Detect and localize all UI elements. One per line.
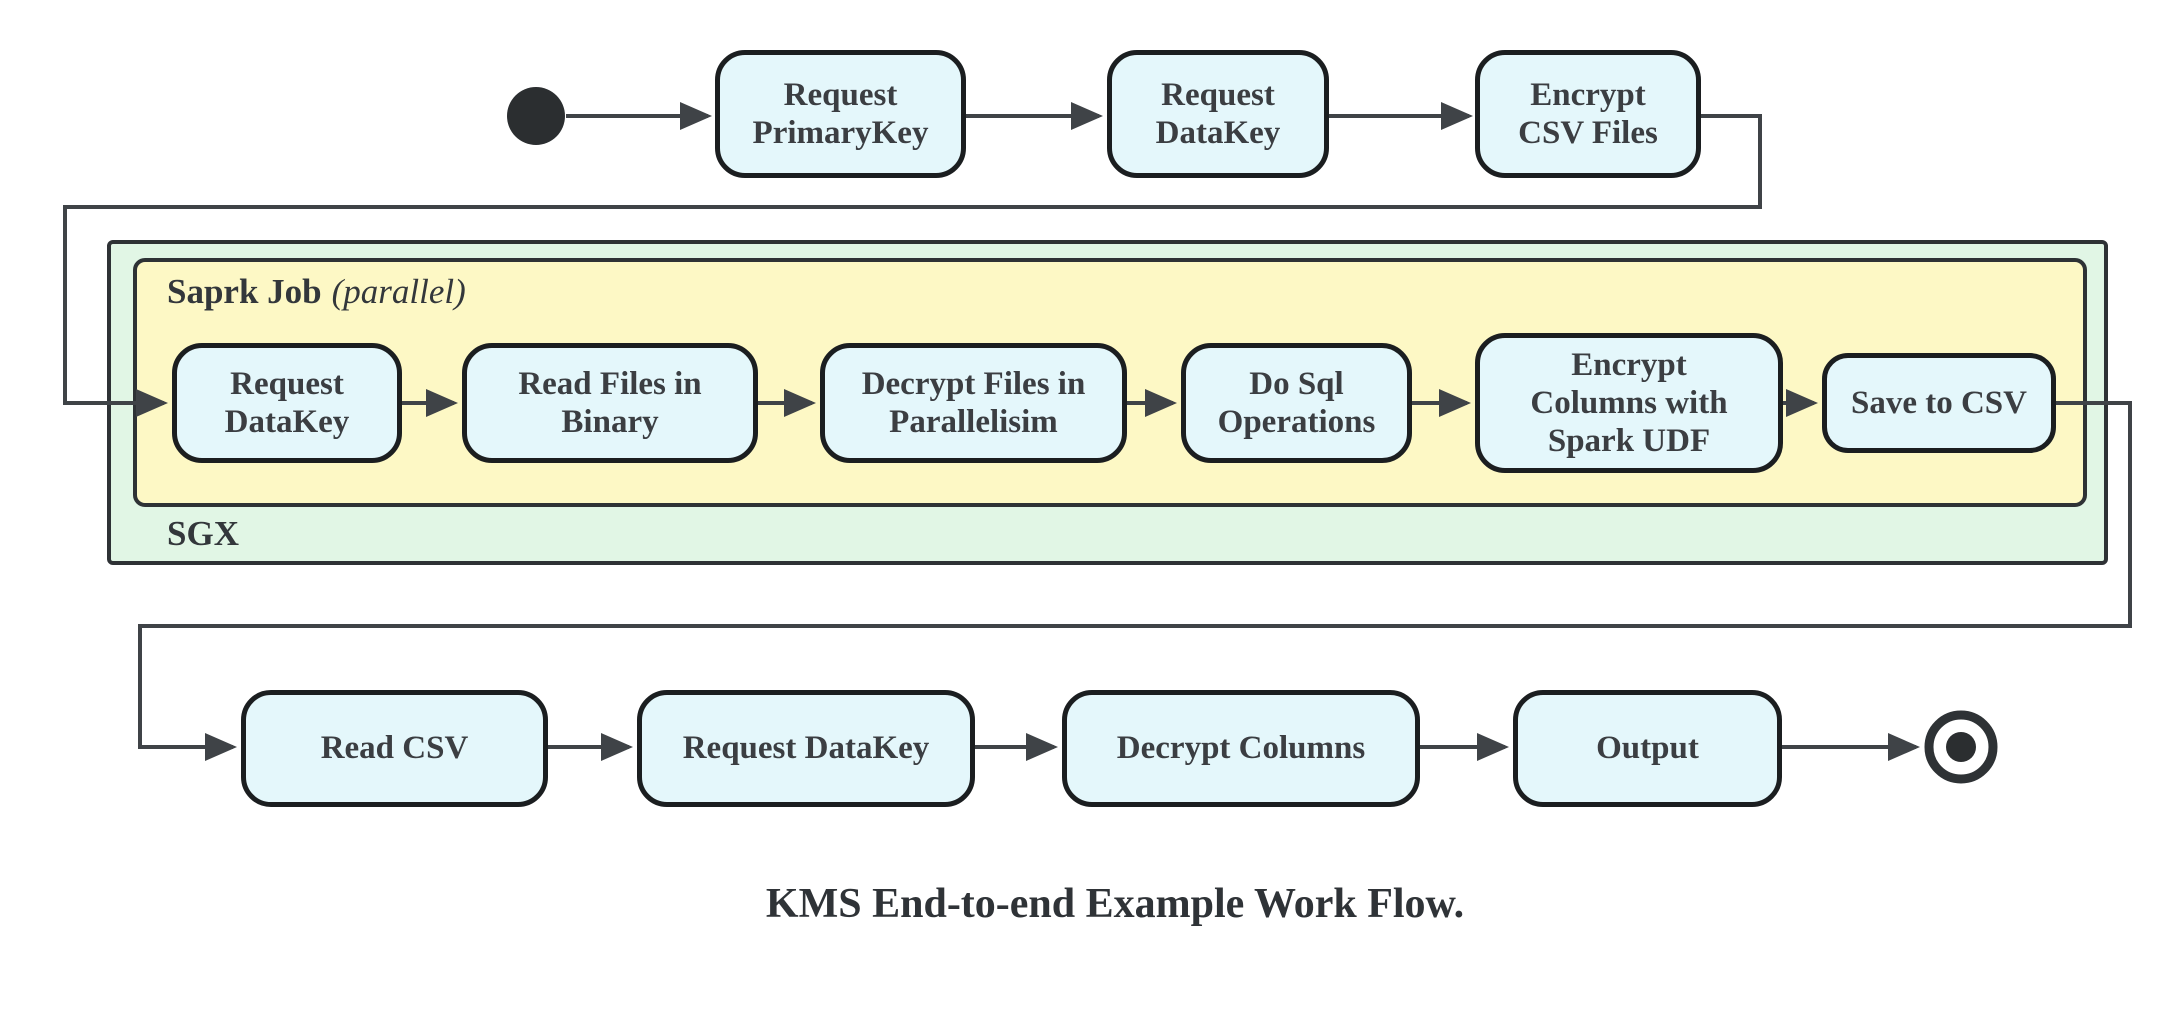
start-node (507, 87, 565, 145)
spark-job-label-bold: Saprk Job (167, 272, 322, 311)
activity-read-files-binary: Read Files in Binary (462, 343, 758, 463)
activity-read-csv: Read CSV (241, 690, 548, 807)
diagram-caption: KMS End-to-end Example Work Flow. (765, 881, 1465, 927)
activity-encrypt-columns-spark-udf: Encrypt Columns with Spark UDF (1475, 333, 1783, 473)
activity-save-to-csv: Save to CSV (1822, 353, 2056, 453)
activity-decrypt-files-parallelism: Decrypt Files in Parallelisim (820, 343, 1127, 463)
spark-job-container-label: Saprk Job(parallel) (167, 272, 466, 312)
activity-encrypt-csv-files: Encrypt CSV Files (1475, 50, 1701, 178)
activity-request-datakey-bottom: Request DataKey (637, 690, 975, 807)
activity-output: Output (1513, 690, 1782, 807)
activity-decrypt-columns: Decrypt Columns (1062, 690, 1420, 807)
activity-request-datakey-top: Request DataKey (1107, 50, 1329, 178)
sgx-container-label: SGX (167, 514, 239, 553)
spark-job-label-italic: (parallel) (331, 272, 466, 311)
activity-request-primarykey: Request PrimaryKey (715, 50, 966, 178)
end-node-outer-ring (1924, 710, 1998, 784)
end-node-inner-dot (1946, 732, 1976, 762)
activity-do-sql-operations: Do Sql Operations (1181, 343, 1412, 463)
activity-spark-request-datakey: Request DataKey (172, 343, 402, 463)
